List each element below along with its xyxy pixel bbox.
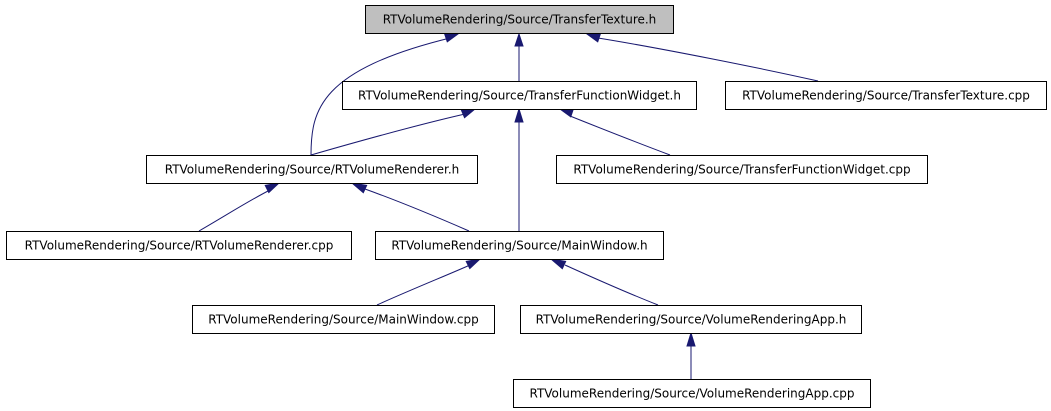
edge-line [364, 188, 470, 232]
node-volume-rendering-app-h[interactable]: RTVolumeRendering/Source/VolumeRendering… [520, 305, 862, 334]
arrowhead-icon [549, 258, 567, 270]
node-label: RTVolumeRendering/Source/VolumeRendering… [536, 313, 847, 327]
node-box [146, 155, 478, 184]
node-rtvolume-renderer-h[interactable]: RTVolumeRendering/Source/RTVolumeRendere… [146, 155, 478, 184]
node-box [513, 379, 871, 408]
nodes-layer: RTVolumeRendering/Source/TransferTexture… [6, 5, 1047, 408]
node-label: RTVolumeRendering/Source/TransferFunctio… [358, 89, 681, 103]
arrowhead-icon [350, 182, 368, 194]
node-main-window-cpp[interactable]: RTVolumeRendering/Source/MainWindow.cpp [192, 305, 495, 334]
node-box [375, 231, 664, 260]
node-transfer-function-widget-h[interactable]: RTVolumeRendering/Source/TransferFunctio… [342, 81, 697, 110]
node-box [520, 305, 862, 334]
arrowhead-icon [514, 107, 524, 123]
edge-main_window_cpp-to-main_window_h [376, 258, 482, 306]
edge-line [376, 264, 471, 306]
edge-line [569, 115, 671, 156]
node-label: RTVolumeRendering/Source/RTVolumeRendere… [165, 163, 460, 177]
arrowhead-icon [686, 331, 696, 347]
edge-rtvolume_renderer_h-to-transfer_texture_h [310, 33, 460, 156]
arrowhead-icon [514, 32, 524, 47]
node-label: RTVolumeRendering/Source/VolumeRendering… [529, 387, 854, 401]
edge-line [310, 113, 466, 156]
node-label: RTVolumeRendering/Source/RTVolumeRendere… [25, 239, 334, 253]
node-label: RTVolumeRendering/Source/TransferTexture… [742, 89, 1030, 103]
arrowhead-icon [444, 33, 460, 43]
node-label: RTVolumeRendering/Source/TransferTexture… [383, 13, 657, 27]
edge-line [564, 264, 659, 306]
edge-rtvolume_renderer_h-to-transfer_function_widget_h [310, 108, 477, 156]
arrowhead-icon [558, 108, 574, 118]
node-label: RTVolumeRendering/Source/MainWindow.h [391, 239, 647, 253]
node-rtvolume-renderer-cpp[interactable]: RTVolumeRendering/Source/RTVolumeRendere… [6, 231, 352, 260]
node-box [342, 81, 697, 110]
arrowhead-icon [460, 108, 477, 119]
edge-transfer_function_widget_cpp-to-transfer_function_widget_h [558, 108, 671, 156]
node-label: RTVolumeRendering/Source/MainWindow.cpp [208, 313, 479, 327]
node-transfer-texture-cpp[interactable]: RTVolumeRendering/Source/TransferTexture… [725, 81, 1047, 110]
arrowhead-icon [465, 258, 482, 270]
edge-rtvolume_renderer_cpp-to-rtvolume_renderer_h [198, 182, 281, 232]
node-box [556, 155, 928, 184]
node-transfer-function-widget-cpp[interactable]: RTVolumeRendering/Source/TransferFunctio… [556, 155, 928, 184]
edge-transfer_function_widget_h-to-transfer_texture_h [514, 32, 524, 81]
edge-line [597, 37, 819, 82]
edge-main_window_h-to-transfer_function_widget_h [514, 107, 524, 231]
node-box [6, 231, 352, 260]
edge-main_window_h-to-rtvolume_renderer_h [350, 182, 470, 232]
arrowhead-icon [264, 182, 281, 194]
node-box [725, 81, 1047, 110]
node-label: RTVolumeRendering/Source/TransferFunctio… [573, 163, 910, 177]
node-transfer-texture-h: RTVolumeRendering/Source/TransferTexture… [365, 5, 674, 34]
edge-line [198, 189, 271, 232]
edge-transfer_texture_cpp-to-transfer_texture_h [585, 33, 819, 82]
edge-line [310, 37, 451, 156]
edge-volume_rendering_app_h-to-main_window_h [549, 258, 659, 306]
node-box [365, 5, 674, 34]
arrowhead-icon [585, 33, 601, 43]
edges-layer [198, 32, 819, 379]
node-volume-rendering-app-cpp[interactable]: RTVolumeRendering/Source/VolumeRendering… [513, 379, 871, 408]
edge-volume_rendering_app_cpp-to-volume_rendering_app_h [686, 331, 696, 379]
node-main-window-h[interactable]: RTVolumeRendering/Source/MainWindow.h [375, 231, 664, 260]
node-box [192, 305, 495, 334]
